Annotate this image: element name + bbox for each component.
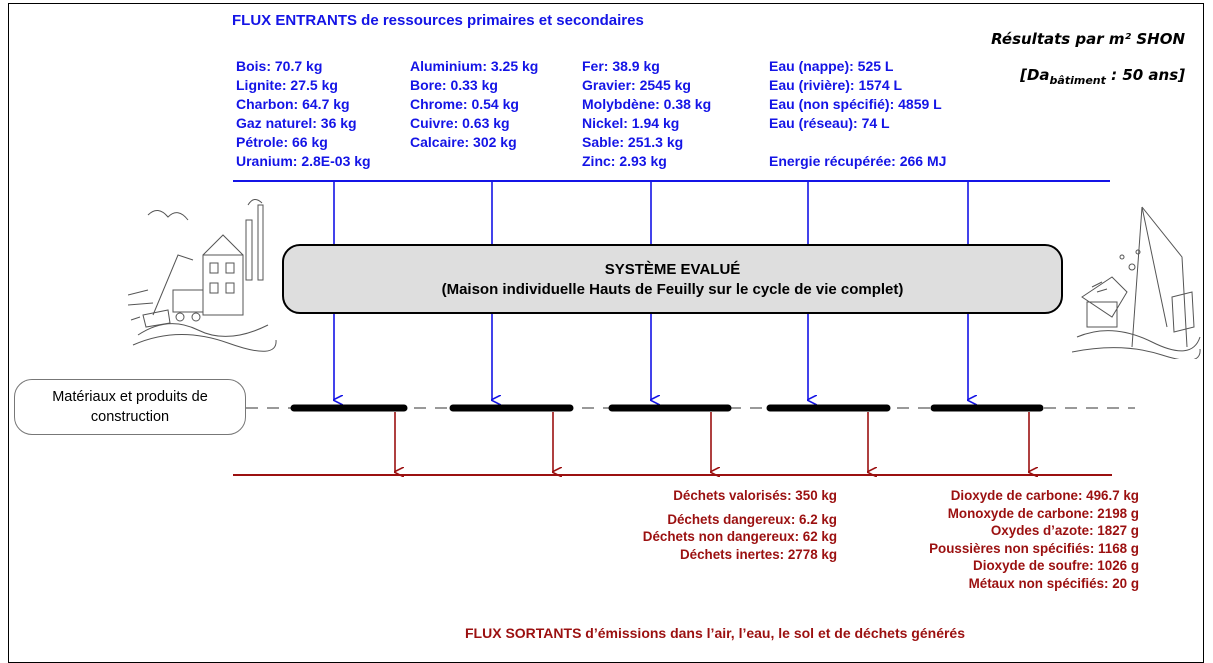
results-note-line1: Résultats par m² SHON (991, 30, 1185, 48)
system-subtitle: (Maison individuelle Hauts de Feuilly su… (441, 281, 904, 298)
outputs-waste: Déchets valorisés: 350 kg Déchets danger… (643, 487, 837, 563)
input-item: Gravier: 2545 kg (582, 77, 691, 93)
input-item: Nickel: 1.94 kg (582, 115, 680, 131)
output-item: Métaux non spécifiés: 20 g (968, 575, 1139, 591)
materials-label-line2: construction (90, 409, 170, 425)
input-item: Eau (nappe): 525 L (769, 58, 894, 74)
construction-illustration-icon (128, 199, 277, 352)
system-title: SYSTÈME EVALUÉ (604, 261, 741, 278)
input-item: Eau (réseau): 74 L (769, 115, 890, 131)
materials-label-line1: Matériaux et produits de (52, 389, 208, 405)
inputs-title: FLUX ENTRANTS de ressources primaires et… (232, 12, 644, 29)
input-item: Pétrole: 66 kg (236, 134, 328, 150)
input-item: Uranium: 2.8E-03 kg (236, 153, 371, 169)
inputs-col3: Fer: 38.9 kg Gravier: 2545 kg Molybdène:… (582, 57, 711, 171)
outputs-title: FLUX SORTANTS d’émissions dans l’air, l’… (465, 625, 966, 641)
input-item: Bois: 70.7 kg (236, 58, 323, 74)
demolition-illustration-icon (1072, 206, 1201, 359)
input-item: Eau (non spécifié): 4859 L (769, 96, 942, 112)
output-item: Monoxyde de carbone: 2198 g (947, 505, 1139, 521)
output-item: Oxydes d’azote: 1827 g (990, 523, 1139, 538)
input-item: Calcaire: 302 kg (410, 134, 517, 150)
input-item: Zinc: 2.93 kg (582, 153, 667, 169)
input-item: Aluminium: 3.25 kg (410, 58, 539, 74)
output-item: Déchets dangereux: 6.2 kg (667, 511, 837, 527)
input-item: Molybdène: 0.38 kg (582, 96, 712, 112)
inputs-col2: Aluminium: 3.25 kg Bore: 0.33 kg Chrome:… (410, 57, 538, 152)
output-item: Dioxyde de carbone: 496.7 kg (950, 488, 1139, 503)
flow-lines (233, 180, 1135, 647)
input-item: Charbon: 64.7 kg (236, 96, 350, 112)
input-item: Chrome: 0.54 kg (410, 96, 519, 112)
results-note-line2: [Dabâtiment : 50 ans] (1020, 66, 1185, 87)
inputs-col4: Eau (nappe): 525 L Eau (rivière): 1574 L… (769, 57, 942, 133)
output-item: Dioxyde de soufre: 1026 g (973, 558, 1139, 573)
input-item: Eau (rivière): 1574 L (769, 77, 903, 93)
energy-recovered: Energie récupérée: 266 MJ (769, 153, 947, 169)
outputs-emissions: Dioxyde de carbone: 496.7 kg Monoxyde de… (929, 487, 1139, 592)
output-item: Déchets inertes: 2778 kg (679, 546, 837, 562)
materials-box: Matériaux et produits de construction (14, 379, 246, 435)
input-item: Lignite: 27.5 kg (236, 77, 338, 93)
output-item: Déchets non dangereux: 62 kg (642, 529, 837, 544)
input-item: Sable: 251.3 kg (582, 134, 684, 150)
input-item: Gaz naturel: 36 kg (236, 115, 357, 131)
input-item: Cuivre: 0.63 kg (410, 115, 510, 131)
output-item: Poussières non spécifiés: 1168 g (929, 540, 1139, 556)
inputs-col1: Bois: 70.7 kg Lignite: 27.5 kg Charbon: … (236, 57, 371, 171)
input-item: Fer: 38.9 kg (582, 58, 660, 74)
evaluated-system-box: SYSTÈME EVALUÉ (Maison individuelle Haut… (282, 244, 1063, 314)
output-item: Déchets valorisés: 350 kg (673, 488, 837, 503)
input-item: Bore: 0.33 kg (410, 77, 498, 93)
